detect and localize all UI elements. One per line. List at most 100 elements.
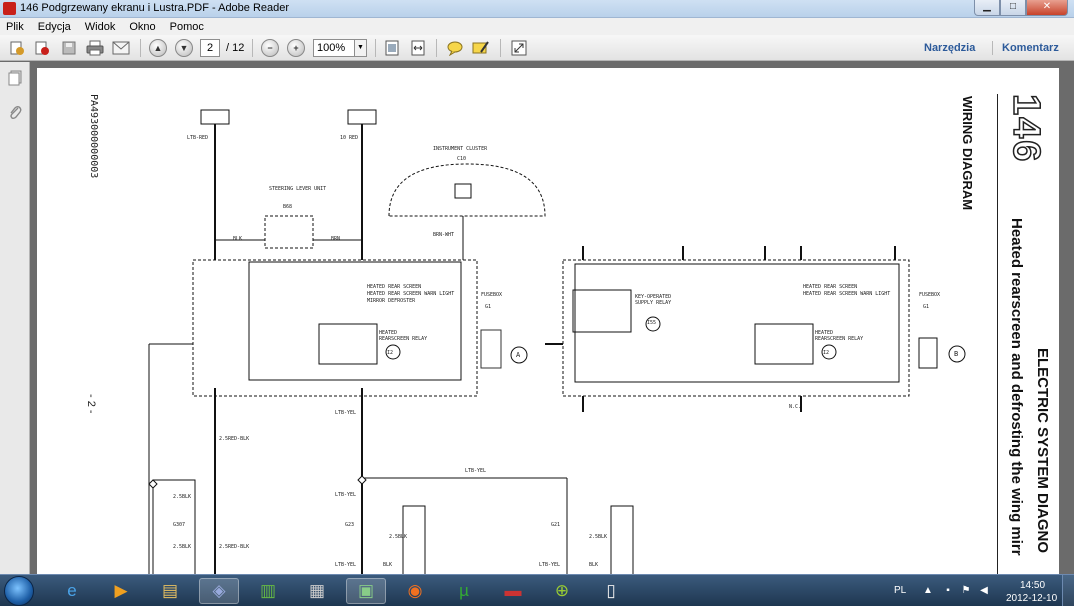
- label-blk-lower-1: BLK: [383, 562, 393, 568]
- ignition-switch-symbol: [200, 109, 230, 125]
- menu-window[interactable]: Okno: [129, 20, 156, 33]
- label-ltb-yel-1: LTB-YEL: [335, 410, 357, 416]
- screen-icon[interactable]: ▣: [346, 578, 386, 604]
- label-i2-right: I2: [823, 350, 830, 356]
- menu-view[interactable]: Widok: [84, 20, 116, 33]
- fullscreen-icon[interactable]: [510, 39, 528, 57]
- clock-time[interactable]: 14:50: [1020, 580, 1046, 591]
- battery-symbol: [347, 109, 377, 125]
- create-pdf-icon[interactable]: [8, 39, 26, 57]
- label-steering-lever-unit: STEERING LEVER UNIT: [269, 186, 327, 192]
- label-c10: C10: [457, 156, 467, 162]
- show-desktop-button[interactable]: [1062, 575, 1074, 606]
- toolbar: ▲ ▼ 2 / 12 − + 100% ▼ Narzędzia Komentar…: [0, 35, 1074, 61]
- label-blk-lower-2: BLK: [589, 562, 599, 568]
- tray-expand-icon[interactable]: ▲: [923, 585, 933, 596]
- label-heated-rear-screen: HEATED REAR SCREEN: [367, 284, 422, 290]
- document-code: PA493000000003: [88, 94, 99, 179]
- fit-width-icon[interactable]: [409, 39, 427, 57]
- label-ltb-yel-2: LTB-YEL: [465, 468, 487, 474]
- network-icon[interactable]: ◈: [199, 578, 239, 604]
- email-icon[interactable]: [112, 39, 130, 57]
- comment-bubble-icon[interactable]: [446, 39, 464, 57]
- page-thumbnails-icon[interactable]: [7, 70, 23, 86]
- document-viewport[interactable]: LTB-RED 10 RED INSTRUMENT CLUSTER C10 ST…: [31, 62, 1074, 574]
- relay-i2: [318, 323, 378, 365]
- label-2-5blk-4: 2.5BLK: [589, 534, 608, 540]
- navigation-pane: [0, 62, 30, 574]
- previous-page-button[interactable]: ▲: [149, 39, 167, 57]
- print-icon[interactable]: [86, 39, 104, 57]
- scope-icon[interactable]: ⊕: [554, 581, 570, 600]
- label-ltb-red: LTB-RED: [187, 135, 209, 141]
- comment-pane-link[interactable]: Komentarz: [1002, 42, 1059, 54]
- page-total: / 12: [226, 42, 245, 54]
- label-g23: G23: [345, 522, 355, 528]
- label-g307: G307: [173, 522, 186, 528]
- label-10-red: 10 RED: [340, 135, 359, 141]
- label-ltb-yel-5: LTB-YEL: [539, 562, 561, 568]
- adobe-reader-icon: [3, 2, 16, 15]
- language-indicator[interactable]: PL: [894, 585, 907, 596]
- page-number-input[interactable]: 2: [200, 39, 220, 57]
- wiring-diagram: [148, 109, 966, 574]
- start-button[interactable]: [4, 576, 34, 606]
- save-icon[interactable]: [60, 39, 78, 57]
- menu-bar: Plik Edycja Widok Okno Pomoc: [0, 18, 1074, 35]
- label-brn: BRN: [331, 236, 341, 242]
- doc-title-line-1: ELECTRIC SYSTEM DIAGNO: [1034, 348, 1051, 554]
- tools-pane-link[interactable]: Narzędzia: [924, 42, 976, 54]
- next-page-button[interactable]: ▼: [175, 39, 193, 57]
- menu-edit[interactable]: Edycja: [37, 20, 71, 33]
- label-2-5blk-2: 2.5BLK: [173, 544, 192, 550]
- internet-explorer-icon[interactable]: e: [67, 581, 77, 600]
- network-tray-icon[interactable]: ▪: [946, 585, 950, 596]
- fit-page-icon[interactable]: [383, 39, 401, 57]
- media-player-icon[interactable]: ▶: [114, 581, 128, 600]
- flag-tray-icon[interactable]: ⚑: [961, 585, 971, 596]
- minimize-button[interactable]: ▁: [974, 0, 1000, 16]
- calculator-icon[interactable]: ▦: [308, 581, 326, 600]
- zoom-dropdown-chevron-icon[interactable]: ▼: [355, 39, 367, 57]
- highlight-comment-icon[interactable]: [472, 39, 490, 57]
- relay-i2-marker: [385, 344, 401, 360]
- doc-title-line-2: Heated rearscreen and defrosting the win…: [1008, 218, 1025, 556]
- firefox-icon[interactable]: ◉: [407, 581, 423, 600]
- title-bar: 146 Podgrzewany ekranu i Lustra.PDF - Ad…: [0, 0, 1074, 18]
- menu-help[interactable]: Pomoc: [169, 20, 204, 33]
- archive-icon[interactable]: ▥: [259, 581, 277, 600]
- label-g1-right: G1: [923, 304, 930, 310]
- zoom-level-input[interactable]: 100%: [313, 39, 355, 57]
- label-heated-warn-light-right: HEATED REAR SCREEN WARN LIGHT: [803, 291, 891, 297]
- label-red-blk-2: 2.5RED-BLK: [219, 544, 250, 550]
- fusebox-right: [562, 259, 910, 397]
- windows-taskbar: e ▶ ▤ ◈ ▥ ▦ ▣ ◉ µ ▬ ⊕ ▯ PL ▲ ▪ ⚑ ◀ 14:50 2012-12-10: [0, 574, 1074, 606]
- menu-file[interactable]: Plik: [6, 20, 24, 33]
- pdf-convert-icon[interactable]: [33, 39, 51, 57]
- label-b68: B68: [283, 204, 293, 210]
- volume-tray-icon[interactable]: ◀: [980, 585, 988, 596]
- file-explorer-icon[interactable]: ▤: [161, 581, 179, 600]
- label-heated-rear-screen-right: HEATED REAR SCREEN: [803, 284, 858, 290]
- close-button[interactable]: ✕: [1026, 0, 1068, 16]
- label-i2: I2: [387, 350, 394, 356]
- clock-date[interactable]: 2012-12-10: [1006, 593, 1058, 604]
- maximize-button[interactable]: □: [1000, 0, 1026, 16]
- page-marker: - 2 -: [85, 394, 97, 414]
- pdf-page: LTB-RED 10 RED INSTRUMENT CLUSTER C10 ST…: [37, 68, 1059, 574]
- attachments-paperclip-icon[interactable]: [7, 104, 23, 120]
- save-disk-icon[interactable]: ▬: [504, 581, 522, 600]
- model-number: 146: [1004, 93, 1048, 164]
- label-i55: I55: [647, 320, 657, 326]
- torrent-icon[interactable]: µ: [459, 581, 469, 600]
- zoom-in-button[interactable]: +: [287, 39, 305, 57]
- label-ltb-yel-4: LTB-YEL: [335, 562, 357, 568]
- label-fusebox-right: FUSEBOX: [919, 292, 941, 298]
- zoom-out-button[interactable]: −: [261, 39, 279, 57]
- label-2-5blk-3: 2.5BLK: [389, 534, 408, 540]
- label-ltb-yel-3: LTB-YEL: [335, 492, 357, 498]
- label-instrument-cluster: INSTRUMENT CLUSTER: [433, 146, 488, 152]
- label-red-blk-1: 2.5RED-BLK: [219, 436, 250, 442]
- label-blk: BLK: [233, 236, 243, 242]
- document-icon[interactable]: ▯: [606, 581, 616, 600]
